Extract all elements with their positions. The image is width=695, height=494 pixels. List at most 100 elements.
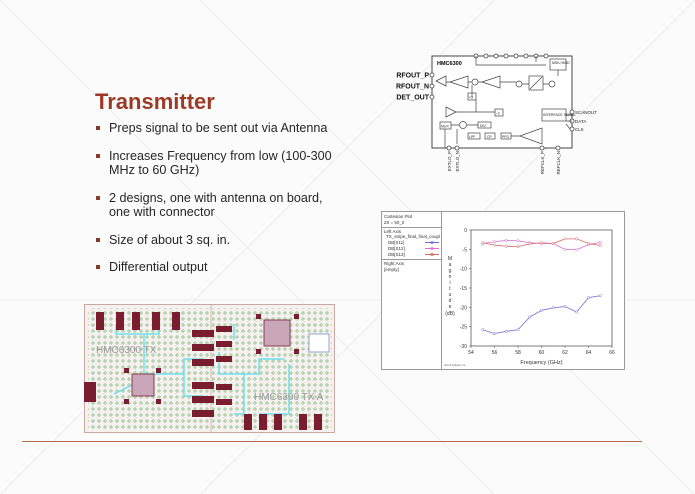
interface-serial-block: INTERFACE SERIAL	[543, 113, 576, 117]
s-parameter-plot: Cartesian Plot Z0 = 50_0 Left Axis TX_st…	[381, 211, 625, 370]
right-axis-value: [empty]	[384, 267, 399, 272]
y-tick-label: -15	[460, 286, 467, 292]
data-point	[540, 241, 543, 245]
msk-mod-block: MSK/ MOD	[552, 61, 570, 65]
tx-chip-footprint	[124, 314, 299, 404]
y-axis-label-char: e	[449, 304, 452, 310]
y-tick-label: -25	[460, 325, 467, 331]
pin-extlo-p: EXTLO_P	[447, 151, 452, 171]
pin-data: DATA	[575, 119, 586, 124]
bullet-marker	[96, 195, 100, 200]
data-point	[598, 240, 602, 244]
pin-extlo-n: EXTLO_N	[455, 151, 460, 172]
data-point	[563, 305, 567, 309]
legend-s13: DB[S13]	[388, 252, 405, 257]
y-axis-unit: (dB)	[445, 311, 455, 317]
pfd-block: PFD	[502, 135, 509, 139]
data-point	[528, 242, 532, 246]
series-line-dbs11	[482, 295, 601, 335]
pin-rfout-n: RFOUT_N	[396, 84, 429, 91]
left-axis-title: Left Axis	[384, 229, 402, 234]
bullet-item: 2 designs, one with antenna on board, on…	[95, 191, 345, 220]
x-tick-label: 56	[492, 350, 498, 356]
pin-scanout: SCANOUT	[575, 110, 597, 115]
dataset-name: TX_stripe_final_final_coupl	[386, 234, 441, 239]
y-axis-label-char: a	[449, 262, 452, 268]
y-axis-label-char: t	[449, 286, 451, 292]
data-point	[504, 238, 508, 242]
data-point	[528, 315, 532, 319]
pin-rfout-p: RFOUT_P	[396, 73, 429, 80]
panel-subtitle: Z0 = 50_0	[384, 220, 405, 225]
data-point	[493, 243, 496, 247]
lpf-block: LPF	[469, 135, 475, 139]
legend-swatches	[425, 240, 439, 257]
chip-name: HMC6300	[437, 61, 462, 67]
right-axis-title: Right Axis	[384, 261, 405, 266]
pin-det-out: DET_OUT	[396, 95, 429, 102]
mux-block: MUX	[441, 125, 449, 129]
panel-title: Cartesian Plot	[384, 214, 413, 219]
y-axis-label-char: g	[449, 268, 452, 274]
data-point	[551, 242, 555, 245]
y-tick-label: -30	[460, 344, 467, 350]
x-tick-label: 54	[468, 350, 474, 356]
legend-s11: DB[S11]	[388, 240, 405, 245]
bullet-item: Preps signal to be sent out via Antenna	[95, 121, 345, 136]
data-point	[575, 310, 579, 314]
y-axis-label-char: M	[448, 256, 452, 262]
div2-block: ÷2	[496, 112, 500, 116]
bullet-marker	[96, 265, 100, 269]
x3-block: ×3	[469, 96, 473, 100]
data-point	[575, 248, 579, 252]
pcb-label-tx: HMC6300 TX	[96, 345, 157, 356]
x-tick-label: 58	[515, 350, 521, 356]
y-tick-label: -10	[460, 267, 467, 273]
plot-footer: Ansoft Software Inc.	[444, 364, 467, 367]
y-tick-label: 0	[464, 228, 467, 234]
bullet-marker	[96, 237, 100, 242]
data-point	[598, 294, 602, 298]
y-axis-label-char: d	[449, 298, 452, 304]
cp-block: CP	[487, 135, 493, 139]
x-tick-label: 60	[539, 350, 545, 356]
legend-s12: DB[S12]	[388, 246, 405, 251]
y-tick-label: -20	[460, 305, 467, 311]
y-tick-label: -5	[463, 247, 468, 253]
div-block: DIV	[480, 124, 487, 128]
data-point	[587, 242, 590, 245]
bullet-marker	[96, 126, 100, 130]
bullet-item: Increases Frequency from low (100-300 MH…	[95, 149, 345, 178]
data-point	[516, 245, 520, 249]
data-point	[481, 328, 485, 332]
plot-frame	[470, 229, 613, 347]
data-point	[516, 239, 520, 243]
data-point	[598, 244, 602, 247]
bullet-marker	[96, 153, 100, 158]
data-point	[516, 328, 520, 332]
bullet-item: Differential output	[95, 260, 345, 275]
data-point	[493, 240, 496, 244]
plot-legend-panel: Cartesian Plot Z0 = 50_0 Left Axis TX_st…	[382, 212, 442, 369]
y-axis-label-char: u	[449, 292, 452, 298]
x-tick-label: 64	[586, 350, 592, 356]
bullet-list: Preps signal to be sent out via Antenna …	[95, 121, 345, 288]
data-point	[563, 247, 567, 251]
pcb-label-tx-a: HMC6300 TX A	[254, 392, 324, 403]
y-axis-label-char: n	[449, 274, 452, 280]
y-axis-label-char: i	[449, 280, 450, 286]
data-point	[563, 237, 567, 241]
bullet-item: Size of about 3 sq. in.	[95, 233, 345, 248]
data-point	[587, 296, 590, 300]
data-point	[504, 329, 508, 333]
data-point	[493, 332, 496, 336]
data-point	[540, 308, 543, 312]
pin-refclk-p: REFCLK_P	[540, 151, 545, 174]
data-point	[551, 306, 555, 310]
pin-refclk-n: REFCLK_N	[556, 151, 561, 175]
hmc6300-block-diagram: HMC6300 RFOUT_P RFOUT_N DET_OUT SCANOUT …	[396, 53, 597, 175]
data-point	[504, 244, 508, 248]
data-point	[481, 241, 485, 245]
slide-title: Transmitter	[95, 89, 215, 114]
